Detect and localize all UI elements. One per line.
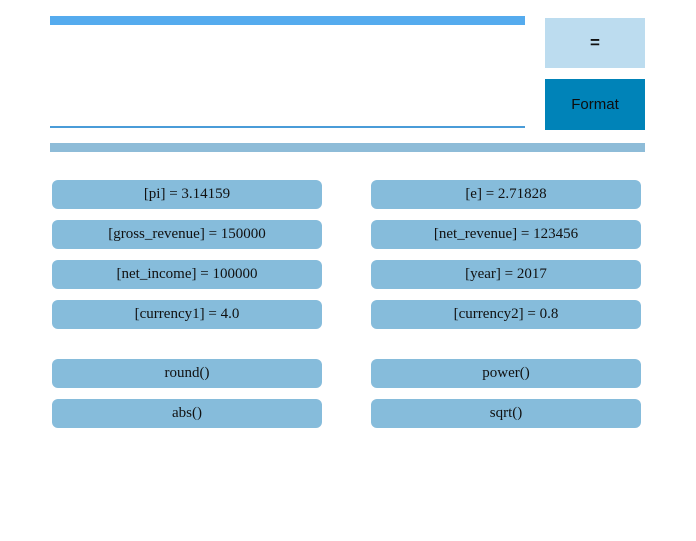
formula-accent-bar (50, 16, 525, 25)
function-token-abs[interactable]: abs() (52, 399, 322, 428)
equals-button[interactable]: = (545, 18, 645, 68)
variable-token-currency2[interactable]: [currency2] = 0.8 (371, 300, 641, 329)
palette-column-right: [e] = 2.71828 [net_revenue] = 123456 [ye… (371, 180, 641, 439)
variable-token-net-income[interactable]: [net_income] = 100000 (52, 260, 322, 289)
format-button[interactable]: Format (545, 79, 645, 130)
variable-token-net-revenue[interactable]: [net_revenue] = 123456 (371, 220, 641, 249)
status-bar (50, 143, 645, 152)
variable-token-gross-revenue[interactable]: [gross_revenue] = 150000 (52, 220, 322, 249)
function-group-left: round() abs() (52, 359, 322, 428)
variable-token-e[interactable]: [e] = 2.71828 (371, 180, 641, 209)
formula-input[interactable] (50, 29, 525, 128)
function-token-power[interactable]: power() (371, 359, 641, 388)
variable-token-pi[interactable]: [pi] = 3.14159 (52, 180, 322, 209)
variable-group-left: [pi] = 3.14159 [gross_revenue] = 150000 … (52, 180, 322, 329)
function-token-sqrt[interactable]: sqrt() (371, 399, 641, 428)
variable-token-currency1[interactable]: [currency1] = 4.0 (52, 300, 322, 329)
formula-editor-header: = Format (0, 0, 696, 160)
variable-token-year[interactable]: [year] = 2017 (371, 260, 641, 289)
function-token-round[interactable]: round() (52, 359, 322, 388)
variable-group-right: [e] = 2.71828 [net_revenue] = 123456 [ye… (371, 180, 641, 329)
palette-column-left: [pi] = 3.14159 [gross_revenue] = 150000 … (52, 180, 322, 439)
function-group-right: power() sqrt() (371, 359, 641, 428)
